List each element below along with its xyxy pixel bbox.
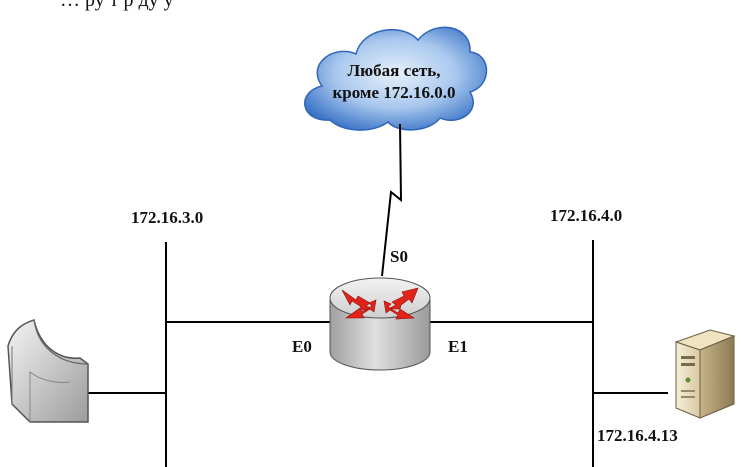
dish-icon [7,319,89,423]
cloud-label-line2: кроме 172.16.0.0 [332,83,455,102]
cloud-label-line1: Любая сеть, [348,61,441,80]
router-e1-label: E1 [448,337,468,356]
cloud-icon [304,26,488,131]
network-left-label: 172.16.3.0 [131,208,203,227]
cropped-heading-text: … ру т р ду у [60,0,174,11]
router-icon [329,277,431,371]
network-right-label: 172.16.4.0 [550,206,622,225]
router-e0-label: E0 [292,337,312,356]
serial-link [381,123,403,277]
server-ip-label: 172.16.4.13 [597,426,678,445]
router-s0-label: S0 [390,247,408,266]
server-icon [674,329,736,419]
